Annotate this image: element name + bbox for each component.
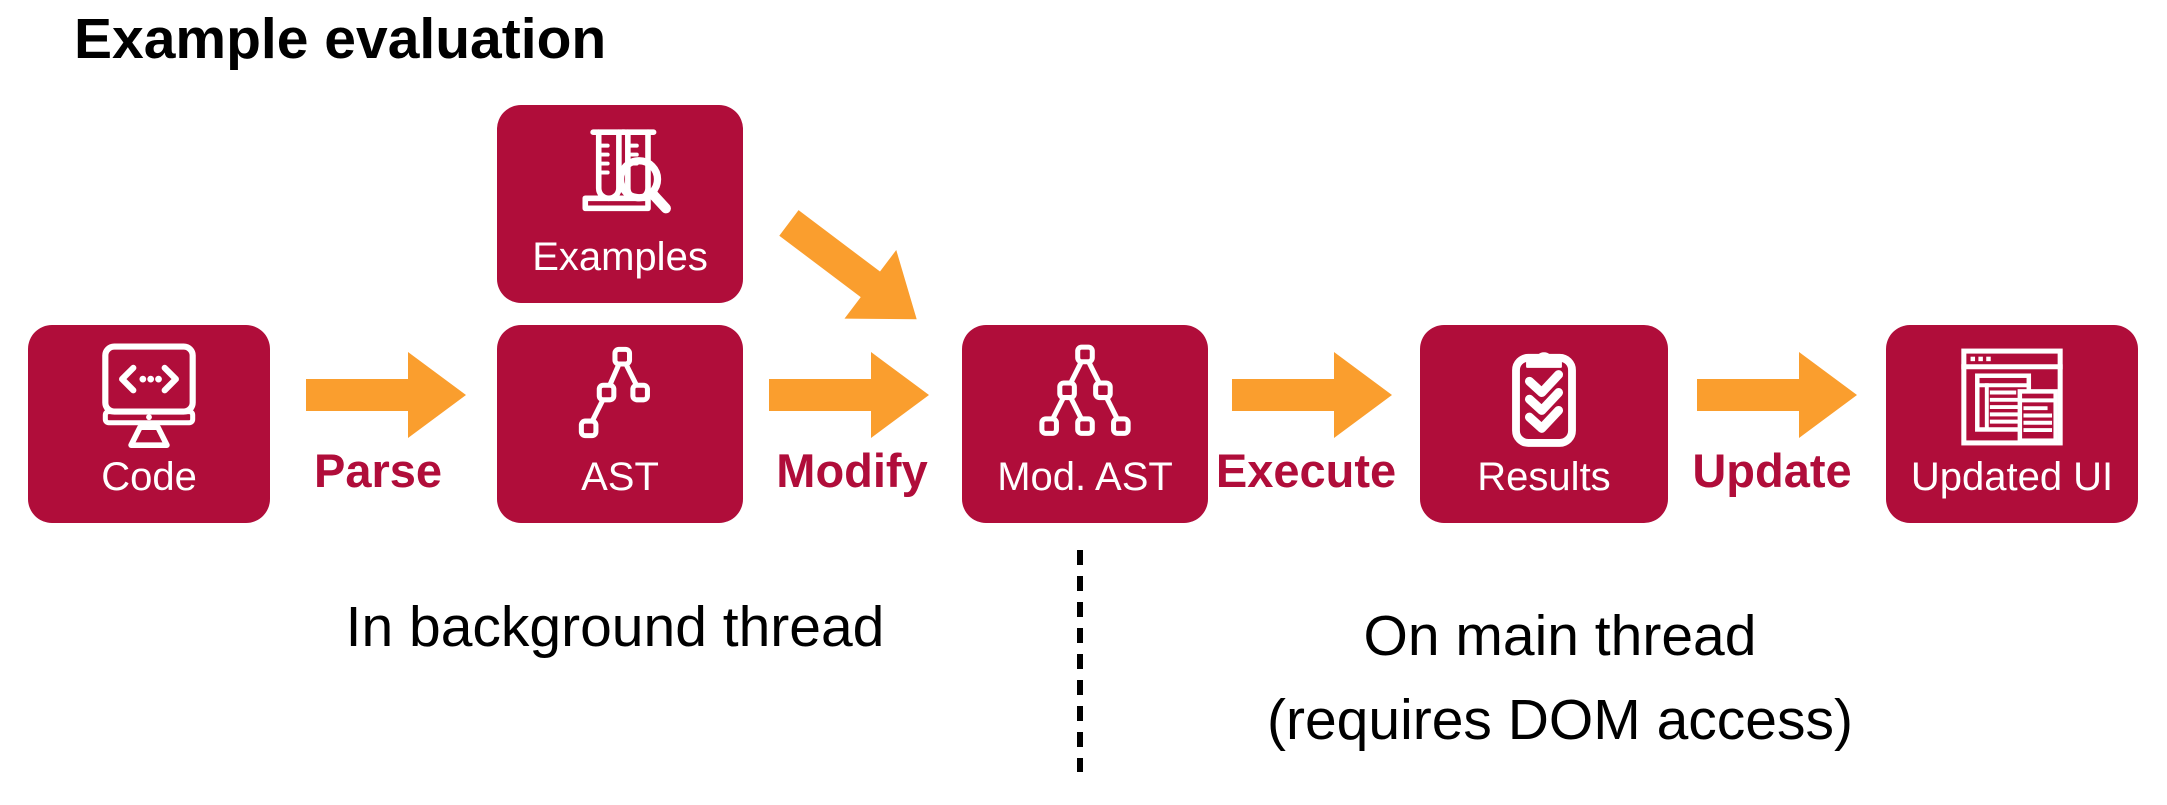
node-ast-label: AST: [581, 455, 659, 499]
examples-to-mod-ast-arrow: [779, 210, 917, 320]
node-results: Results: [1420, 325, 1668, 523]
browser-window-icon: [1961, 348, 2063, 446]
modify-label: Modify: [776, 444, 928, 497]
modified-syntax-tree-icon: [1039, 344, 1131, 436]
thread-divider-dashed-line: [1077, 550, 1083, 772]
node-mod-ast: Mod. AST: [962, 325, 1208, 523]
update-label: Update: [1692, 444, 1852, 497]
modify-arrow: [769, 352, 929, 438]
node-examples: Examples: [497, 105, 743, 303]
background-thread-label: In background thread: [345, 595, 885, 659]
main-thread-label-line1: On main thread: [1363, 604, 1757, 668]
parse-arrow: [306, 352, 466, 438]
node-code-label: Code: [101, 455, 197, 499]
main-thread-label: On main thread (requires DOM access): [1267, 594, 1853, 763]
execute-arrow: [1232, 352, 1392, 438]
node-mod-ast-label: Mod. AST: [997, 455, 1173, 499]
main-thread-label-line2: (requires DOM access): [1267, 688, 1853, 753]
test-tubes-magnifier-icon: [582, 129, 671, 214]
clipboard-checklist-icon: [1512, 352, 1576, 447]
parse-label: Parse: [313, 444, 443, 497]
diagram-title: Example evaluation: [74, 7, 607, 71]
node-examples-label: Examples: [532, 235, 708, 279]
syntax-tree-icon: [578, 346, 650, 439]
node-ast: AST: [497, 325, 743, 523]
node-code: Code: [28, 325, 270, 523]
node-updated-ui-label: Updated UI: [1910, 455, 2114, 499]
node-results-label: Results: [1477, 455, 1611, 499]
update-arrow: [1697, 352, 1857, 438]
execute-label: Execute: [1215, 444, 1397, 497]
node-updated-ui: Updated UI: [1886, 325, 2138, 523]
code-monitor-icon: [102, 343, 196, 448]
